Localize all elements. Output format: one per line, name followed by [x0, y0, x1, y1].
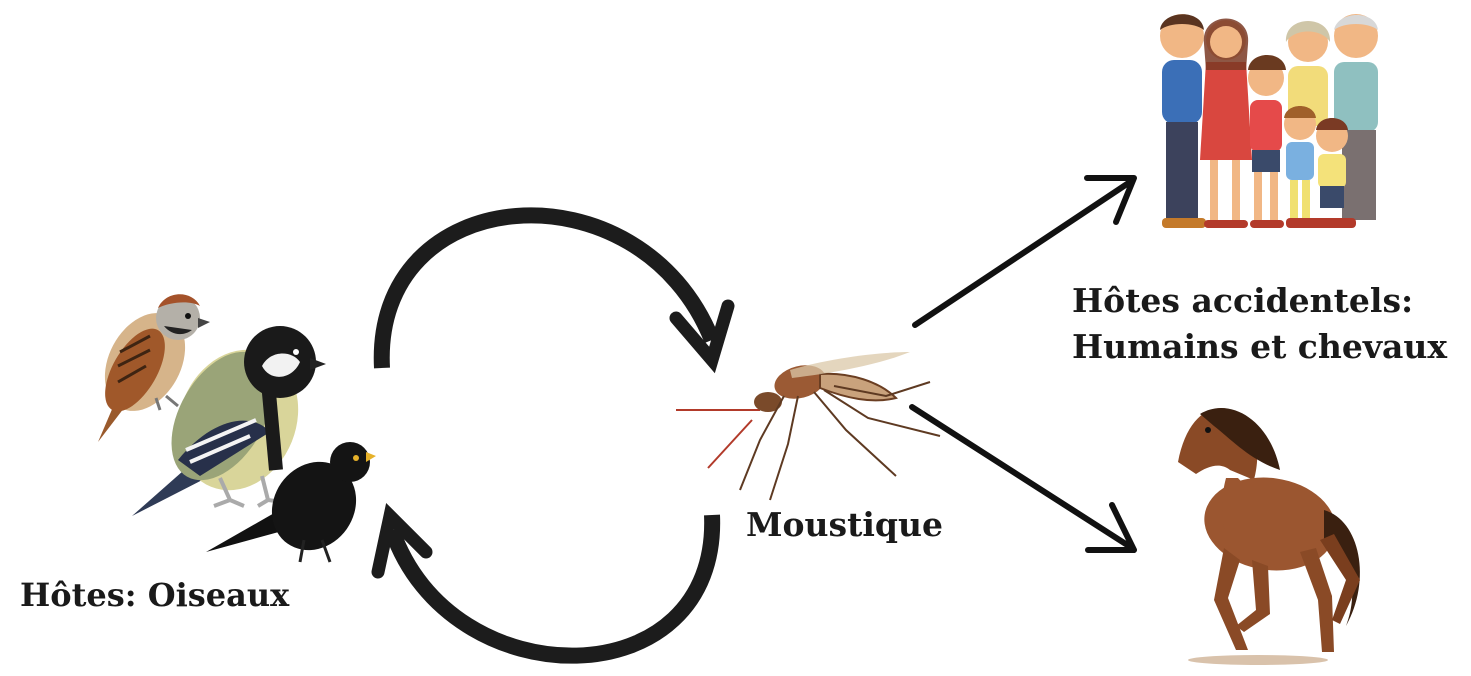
family-illustration — [1160, 14, 1378, 228]
accidental-hosts-title: Hôtes accidentels: — [1072, 278, 1447, 324]
arrow-to-horse — [912, 407, 1134, 550]
accidental-hosts-label: Hôtes accidentels: Humains et chevaux — [1072, 278, 1447, 370]
birds-host-label: Hôtes: Oiseaux — [20, 576, 289, 614]
mosquito-illustration — [676, 352, 940, 500]
horse-illustration — [1178, 408, 1360, 665]
mosquito-label: Moustique — [746, 505, 943, 545]
cycle-arrow-top — [382, 215, 728, 368]
cycle-arrow-bottom — [378, 515, 712, 656]
accidental-hosts-list: Humains et chevaux — [1072, 324, 1447, 370]
